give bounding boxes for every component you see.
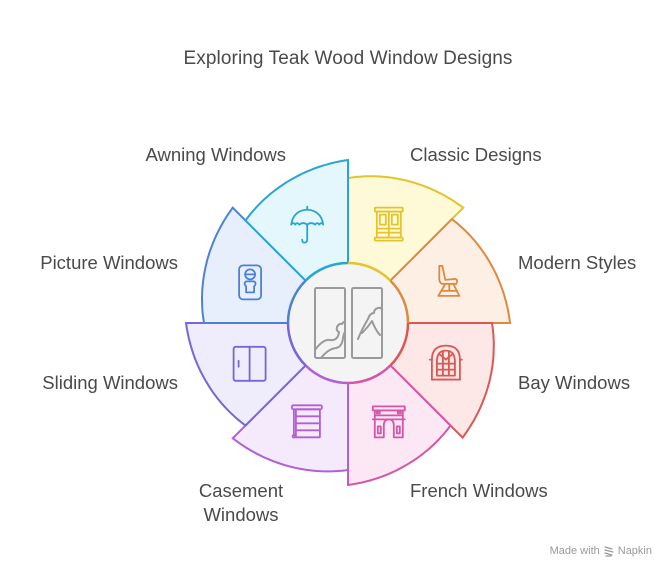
blinds-icon [290,404,323,439]
segment-classic-designs[interactable] [347,175,465,283]
label-bay-windows: Bay Windows [518,372,631,393]
segments-layer [184,158,512,487]
made-with-text: Made with [549,545,600,557]
napkin-logo-icon [604,545,614,557]
hub-ring-arc [389,322,410,367]
chair-icon [437,264,461,297]
label-modern-styles: Modern Styles [518,252,637,273]
label-classic-designs: Classic Designs [410,144,542,165]
windows-landscape-icon [314,287,383,359]
arch-gate-icon [371,405,406,439]
umbrella-icon [290,205,325,244]
napkin-brand-text: Napkin [617,545,652,557]
hub-ring-arc [286,279,307,324]
center-hub [286,261,410,385]
label-french-windows: French Windows [410,480,548,501]
hub-ring-arc [304,261,349,282]
diagram-title: Exploring Teak Wood Window Designs [183,48,513,69]
hub-ring-arc [347,364,392,385]
hub-ring-arc [389,279,410,324]
label-awning-windows: Awning Windows [145,144,286,165]
center-circle [289,264,407,382]
label-sliding-windows: Sliding Windows [42,372,178,393]
hub-ring-arc [286,322,307,367]
sliding-door-icon [232,345,267,382]
hub-ring-arc [304,364,349,385]
wardrobe-icon [373,206,404,242]
footer-watermark[interactable]: Made with Napkin [550,545,652,557]
portrait-frame-icon [238,264,263,301]
label-picture-windows: Picture Windows [40,252,178,273]
arched-window-icon [428,344,463,381]
hub-ring-arc [347,261,392,282]
